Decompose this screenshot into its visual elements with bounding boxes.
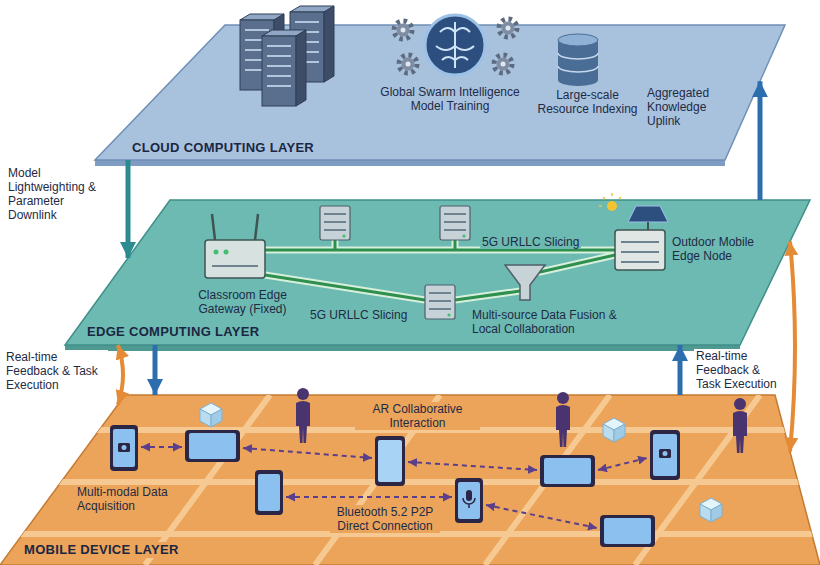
mobile-phones (458, 482, 480, 519)
database-icon (558, 34, 598, 46)
edge-servers (320, 206, 350, 240)
text-slot: Multi-source Data Fusion & Local Collabo… (470, 308, 630, 337)
component-label: Bluetooth 5.2 P2P Direct Connection (330, 505, 440, 533)
mobile-phones (600, 515, 655, 547)
plane-surface (0, 395, 820, 565)
text-slot: Multi-modal Data Acquisition (75, 485, 180, 514)
text-slot: Global Swarm Intelligence Model Training (375, 85, 525, 114)
mobile-phones (378, 440, 402, 482)
brain-icon (425, 15, 485, 75)
mobile-phones (650, 430, 680, 480)
plane-surface (95, 25, 785, 160)
mobile-phones (255, 470, 283, 515)
component-label: Classroom Edge Gateway (Fixed) (185, 288, 300, 316)
edge-label: Real-time Feedback & Task Execution (4, 350, 108, 392)
text-slot: CLOUD COMPUTING LAYER (130, 138, 330, 156)
flow-arrow (153, 345, 158, 395)
mobile-phones (540, 455, 595, 487)
component-label: Multi-source Data Fusion & Local Collabo… (470, 308, 630, 336)
database-icon (558, 74, 598, 86)
flow-arrow (126, 160, 131, 258)
text-slot: Bluetooth 5.2 P2P Direct Connection (330, 505, 440, 534)
layer-plane: EDGE COMPUTING LAYER Classroom Edge Gatew… (65, 200, 810, 345)
gateway-icon (214, 250, 219, 255)
text-slot: MOBILE DEVICE LAYER (22, 540, 222, 558)
outdoor-node-icon (607, 201, 617, 211)
gateway-icon (212, 265, 258, 267)
plane-edge (95, 160, 725, 166)
gateway-icon (205, 240, 265, 278)
text-slot: AR Collaborative Interaction (355, 402, 480, 431)
component-label: Global Swarm Intelligence Model Training (375, 85, 525, 113)
component-label: 5G URLLC Slicing (308, 308, 409, 322)
text-slot: Aggregated Knowledge Uplink (645, 86, 735, 129)
text-slot: Outdoor Mobile Edge Node (670, 235, 762, 264)
edge-label: Real-time Feedback & Task Execution (694, 349, 784, 391)
street-grid (0, 395, 820, 565)
text-slot: Model Lightweighting & Parameter Downlin… (6, 166, 118, 223)
layer-plane: MOBILE DEVICE LAYER AR Collaborative Inte… (0, 395, 820, 565)
outdoor-node-icon (647, 222, 649, 230)
layer-title: CLOUD COMPUTING LAYER (130, 140, 316, 156)
component-label: Large-scale Resource Indexing (535, 88, 640, 116)
flow-arrow (118, 345, 123, 405)
component-label: Outdoor Mobile Edge Node (670, 235, 762, 263)
outdoor-node-icon (615, 230, 665, 270)
mobile-phones (544, 458, 591, 484)
text-slot: Real-time Feedback & Task Execution (694, 349, 784, 392)
mobile-phones (653, 434, 677, 476)
component-label: 5G URLLC Slicing (480, 235, 581, 249)
mobile-phones (122, 445, 127, 450)
edge-servers (425, 285, 455, 319)
street-grid (0, 395, 820, 565)
mobile-phones (463, 498, 475, 508)
edge-label: Aggregated Knowledge Uplink (645, 86, 735, 128)
brain-icon (436, 22, 474, 68)
mobile-phones (258, 474, 280, 511)
component-label: Multi-modal Data Acquisition (75, 485, 180, 513)
mobile-phones (110, 425, 138, 471)
text-slot: 5G URLLC Slicing (480, 232, 595, 250)
mobile-phones (455, 478, 483, 523)
mobile-phones (663, 451, 668, 456)
text-slot: EDGE COMPUTING LAYER (85, 322, 285, 340)
text-slot: Classroom Edge Gateway (Fixed) (185, 288, 300, 317)
mobile-phones (466, 490, 472, 501)
edge-servers (440, 206, 470, 240)
mobile-phones (113, 429, 135, 467)
mobile-phones (604, 518, 651, 544)
layer-title: MOBILE DEVICE LAYER (22, 542, 181, 558)
text-slot: Real-time Feedback & Task Execution (4, 350, 108, 393)
plane-edge (65, 345, 740, 351)
gateway-icon (224, 250, 229, 255)
plane-surface (65, 200, 810, 345)
text-slot: Large-scale Resource Indexing (535, 88, 640, 117)
database-icon (558, 53, 598, 72)
flow-arrow (678, 345, 683, 395)
flow-arrow (790, 241, 795, 451)
database-icon (558, 34, 598, 86)
mobile-phones (375, 436, 405, 486)
layer-title: EDGE COMPUTING LAYER (85, 324, 261, 340)
server-cluster (262, 30, 306, 106)
mobile-phones (189, 433, 236, 459)
outdoor-node-icon (621, 242, 659, 262)
brain-icon (425, 15, 485, 75)
mobile-phones (659, 449, 671, 458)
mobile-phones (118, 443, 130, 452)
component-label: AR Collaborative Interaction (355, 402, 480, 430)
edge-label: Model Lightweighting & Parameter Downlin… (6, 166, 118, 222)
text-slot: 5G URLLC Slicing (308, 305, 413, 323)
mobile-phones (185, 430, 240, 462)
flow-arrow (758, 81, 763, 200)
